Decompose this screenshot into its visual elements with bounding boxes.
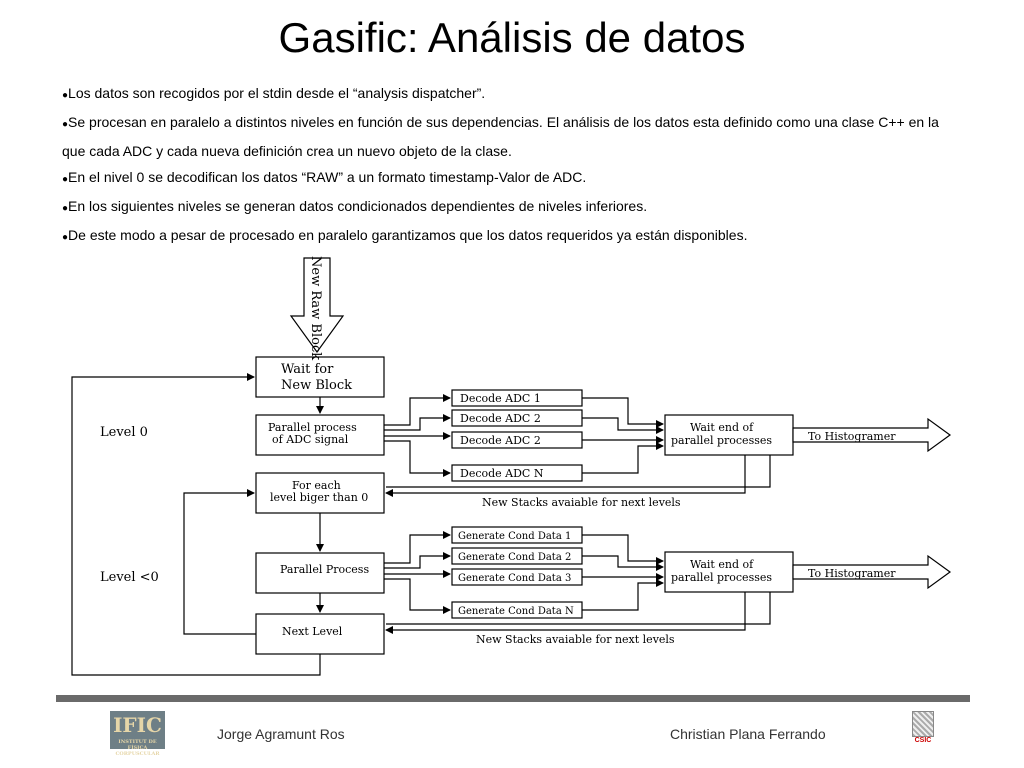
decode-label: Decode ADC 2 (460, 412, 541, 425)
wait-label: Wait for (281, 362, 334, 377)
bullet-dot-icon: ● (62, 203, 69, 214)
footer-divider (56, 695, 970, 702)
next-level-label: Next Level (282, 625, 343, 638)
bullet-dot-icon: ● (62, 119, 69, 130)
bullet-text: Se procesan en paralelo a distintos nive… (62, 114, 939, 159)
decode-label: Decode ADC 2 (460, 434, 541, 447)
new-stacks-label: New Stacks avaiable for next levels (482, 496, 681, 509)
histogramer-label: To Histogramer (808, 430, 896, 443)
wait-end-label: parallel processes (671, 434, 772, 447)
csic-logo: CSIC (912, 711, 934, 749)
ific-logo-text: IFIC (113, 713, 162, 737)
histogramer-label: To Histogramer (808, 567, 896, 580)
generate-label: Generate Cond Data 2 (458, 552, 571, 563)
wait-end-box (664, 551, 794, 593)
bullet-list: ●Los datos son recogidos por el stdin de… (62, 80, 962, 251)
slide-title: Gasific: Análisis de datos (278, 14, 746, 61)
parallel-adc-label: of ADC signal (272, 433, 349, 446)
generate-label: Generate Cond Data N (458, 606, 574, 617)
ific-logo-subtext: INSTITUT DE FÍSICA CORPUSCULAR (115, 739, 160, 757)
bullet-item: ●En los siguientes niveles se generan da… (62, 193, 962, 222)
generate-label: Generate Cond Data 3 (458, 573, 571, 584)
bullet-text: En el nivel 0 se decodifican los datos “… (68, 169, 587, 185)
bullet-text: Los datos son recogidos por el stdin des… (68, 85, 486, 101)
bullet-dot-icon: ● (62, 232, 69, 243)
wait-end-label: Wait end of (690, 558, 754, 571)
wait-end-label: Wait end of (690, 421, 754, 434)
ific-logo: IFIC INSTITUT DE FÍSICA CORPUSCULAR (110, 711, 165, 757)
csic-logo-text: CSIC (914, 737, 932, 744)
bullet-item: ●Se procesan en paralelo a distintos niv… (62, 109, 962, 164)
bullet-item: ●Los datos son recogidos por el stdin de… (62, 80, 962, 109)
author-right: Christian Plana Ferrando (670, 726, 826, 742)
bullet-dot-icon: ● (62, 174, 69, 185)
wait-end-box (664, 414, 794, 456)
new-stacks-label: New Stacks avaiable for next levels (476, 633, 675, 646)
bullet-text: En los siguientes niveles se generan dat… (68, 198, 648, 214)
bullet-dot-icon: ● (62, 90, 69, 101)
bullet-item: ●De este modo a pesar de procesado en pa… (62, 222, 962, 251)
bullet-text: De este modo a pesar de procesado en par… (68, 227, 748, 243)
csic-seal-icon (912, 711, 934, 737)
bullet-item: ●En el nivel 0 se decodifican los datos … (62, 164, 962, 193)
parallel-adc-box (255, 414, 385, 456)
parallel-process-box (255, 552, 385, 594)
level0-label: Level 0 (100, 425, 148, 440)
level-lt0-label: Level <0 (100, 570, 159, 585)
decode-label: Decode ADC N (460, 467, 544, 480)
wait-label: New Block (281, 378, 352, 393)
input-arrow (289, 257, 345, 354)
for-each-label: level biger than 0 (270, 491, 368, 504)
histogramer-arrow (792, 554, 952, 590)
input-label: New Raw Block (308, 256, 323, 360)
wait-end-label: parallel processes (671, 571, 772, 584)
for-each-label: For each (292, 479, 341, 492)
parallel-adc-label: Parallel process (268, 421, 357, 434)
author-left: Jorge Agramunt Ros (217, 726, 345, 742)
decode-label: Decode ADC 1 (460, 392, 541, 405)
histogramer-arrow (792, 417, 952, 453)
generate-label: Generate Cond Data 1 (458, 531, 571, 542)
parallel-process-label: Parallel Process (280, 563, 369, 576)
